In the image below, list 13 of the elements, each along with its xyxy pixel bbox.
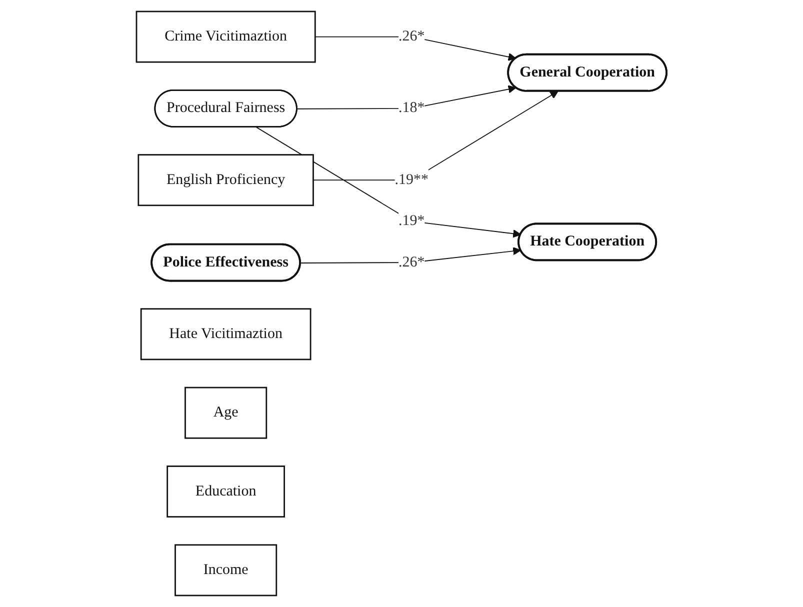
edge-label: .19**: [394, 172, 428, 188]
edge-label: .26*: [398, 28, 425, 44]
node-box: Income: [174, 544, 278, 596]
node-box: Hate Vicitimaztion: [140, 308, 312, 360]
edge-label: .18*: [398, 100, 425, 116]
arrow: [312, 90, 558, 181]
node-box: Education: [166, 466, 285, 518]
arrow: [256, 126, 522, 238]
edge-label: .26*: [398, 254, 425, 270]
node-box: Crime Vicitimaztion: [136, 10, 316, 63]
edge-label: .19*: [398, 212, 425, 229]
node-box: English Proficiency: [138, 154, 314, 206]
node-box: Age: [184, 386, 268, 439]
